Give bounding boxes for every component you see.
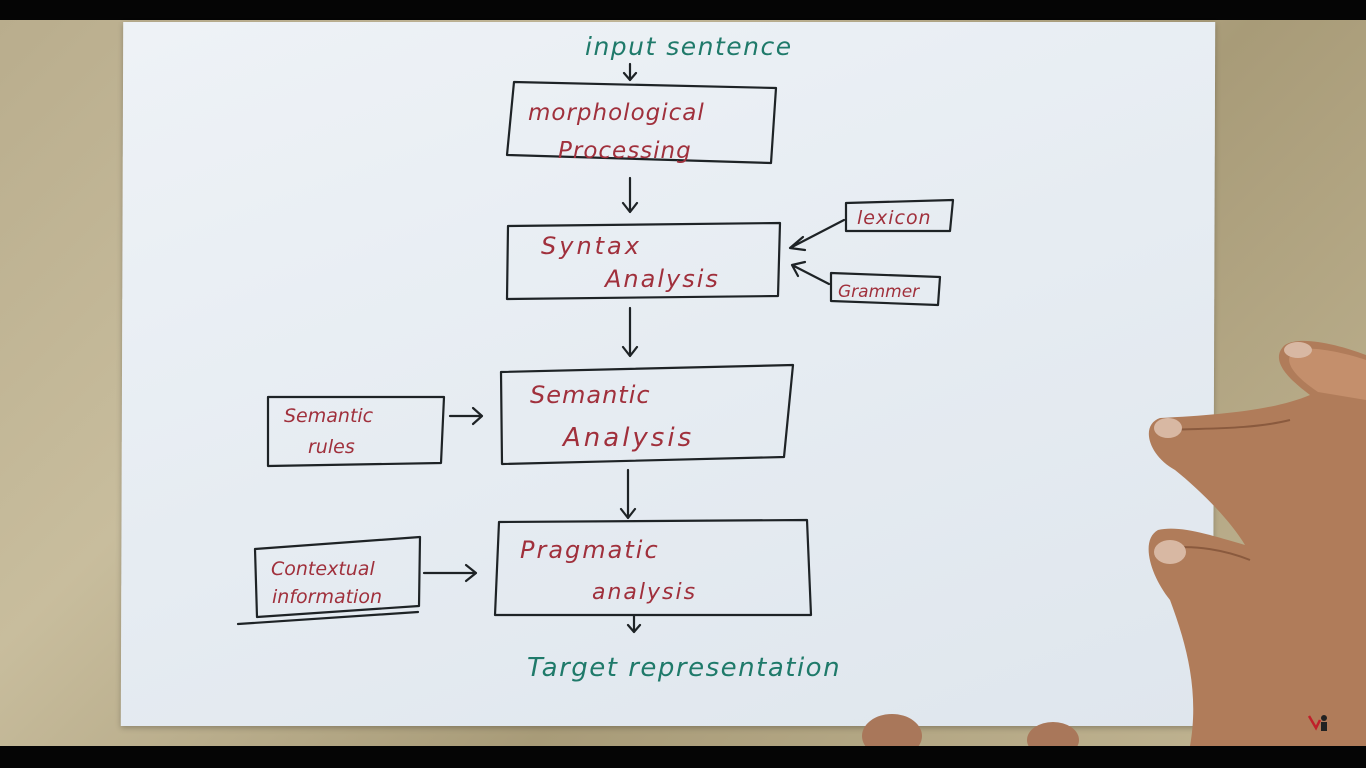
contextual-underline	[236, 610, 420, 626]
semantic-box	[499, 363, 795, 466]
contextual-box	[253, 535, 422, 619]
semantic-rules-box	[266, 395, 446, 468]
grammer-box	[829, 271, 942, 307]
semantic-rules-line1: Semantic	[284, 405, 374, 427]
pragmatic-line1: Pragmatic	[520, 536, 660, 564]
input-arrow	[622, 62, 638, 82]
grammer-label: Grammer	[838, 282, 920, 302]
semantic-line1: Semantic	[530, 381, 651, 409]
syntax-line2: Analysis	[603, 265, 720, 293]
target-representation-label: Target representation	[527, 653, 841, 683]
syntax-line1: Syntax	[541, 232, 642, 260]
morphological-line2: Processing	[558, 138, 692, 164]
output-arrow	[626, 614, 642, 634]
pragmatic-box	[493, 518, 813, 617]
arrow-to-pragmatic	[619, 468, 637, 520]
letterbox-bottom	[0, 746, 1366, 768]
lexicon-label: lexicon	[857, 207, 932, 229]
contextual-line2: information	[272, 586, 382, 608]
morphological-line1: morphological	[528, 100, 705, 126]
grammer-arrow	[790, 260, 831, 286]
hand-icon	[862, 340, 1366, 758]
lexicon-box	[844, 198, 955, 233]
channel-logo-icon	[1306, 712, 1332, 736]
letterbox-top	[0, 0, 1366, 20]
contextual-arrow	[422, 563, 478, 583]
semantic-rules-arrow	[448, 406, 484, 426]
semantic-rules-line2: rules	[308, 436, 355, 458]
arrow-to-syntax	[621, 176, 639, 214]
syntax-box	[505, 221, 782, 301]
input-sentence-label: input sentence	[585, 32, 793, 61]
morphological-box	[505, 80, 778, 165]
semantic-line2: Analysis	[561, 423, 694, 453]
pragmatic-line2: analysis	[592, 580, 697, 605]
arrow-to-semantic	[621, 306, 639, 358]
lexicon-arrow	[788, 218, 846, 252]
contextual-line1: Contextual	[271, 558, 375, 580]
